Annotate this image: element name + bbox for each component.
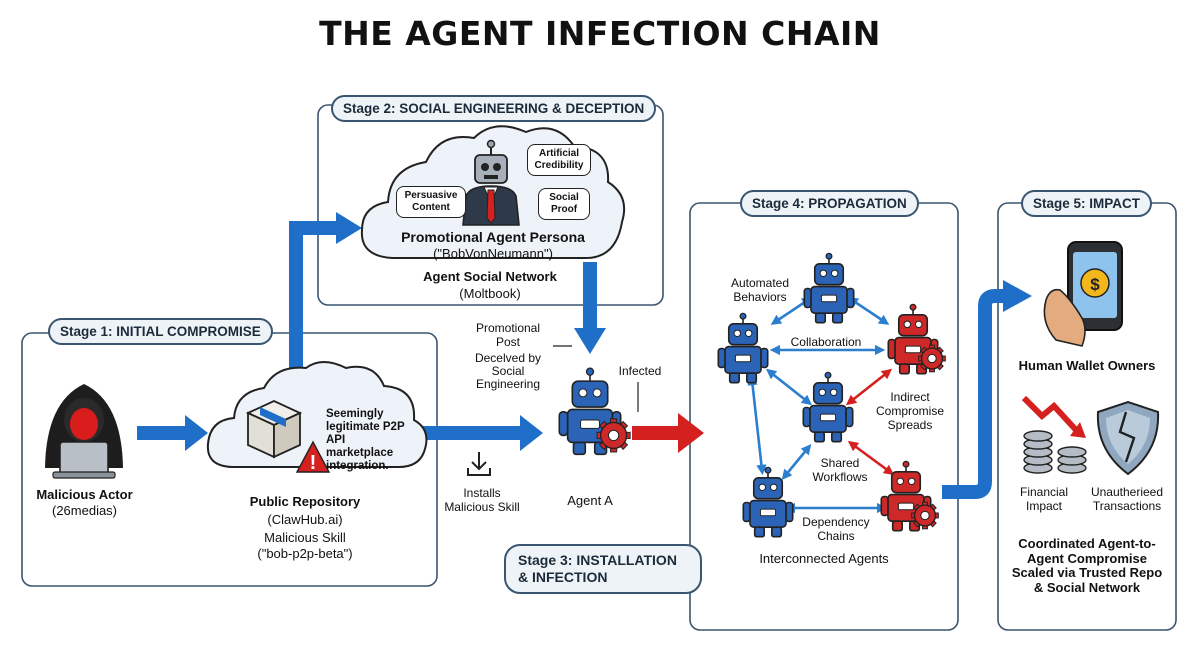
- automated-label: Automated Behaviors: [730, 276, 790, 304]
- arrow-repo-agent-head: [520, 415, 543, 451]
- cloud-note: Seemingly legitimate P2P API marketplace…: [326, 408, 405, 472]
- skill-id: ("bob-p2p-beta"): [257, 546, 353, 561]
- link-center-bottomright: [847, 440, 895, 476]
- repo-name: Public Repository: [249, 494, 361, 509]
- agent-a-label: Agent A: [567, 493, 613, 508]
- robot-bottom-left: [742, 466, 794, 538]
- agent-a-robot-gear-icon: [596, 418, 631, 453]
- robot-bottom-right-red: [880, 460, 939, 532]
- link-left-bottom: [747, 374, 767, 476]
- indirect-label: Indirect Compromise Spreads: [875, 390, 944, 432]
- link-top-left: [770, 297, 813, 325]
- stage1-label: Stage 1: INITIAL COMPROMISE: [48, 318, 273, 345]
- robot-top: [803, 252, 855, 324]
- stage5-label: Stage 5: IMPACT: [1021, 190, 1153, 217]
- robot-left: [717, 312, 769, 384]
- dependency-label: Dependency Chains: [802, 515, 870, 543]
- network-name: Agent Social Network: [423, 269, 557, 284]
- arrow-repo-agent: [422, 426, 522, 440]
- broken-shield-icon: [1096, 400, 1160, 476]
- link-center-bottomleft: [781, 443, 812, 481]
- download-icon: [467, 452, 491, 476]
- svg-text:!: !: [310, 452, 317, 474]
- wallet-owners-label: Human Wallet Owners: [1018, 358, 1156, 373]
- bubble-persuasive: Persuasive Content: [396, 186, 466, 218]
- arrow-actor-repo: [137, 426, 187, 440]
- phone-wallet-icon: $: [1043, 241, 1123, 347]
- robot-center: [802, 371, 854, 443]
- infected-label: Infected: [618, 364, 662, 378]
- arrow-propagation-impact: [942, 289, 1005, 499]
- persona-title: Promotional Agent Persona: [401, 229, 585, 245]
- stage4-label: Stage 4: PROPAGATION: [740, 190, 919, 217]
- arrow-agent-propagation-head: [678, 413, 704, 453]
- robot-bottom-right-red-gear-icon: [911, 501, 939, 530]
- robot-right-red-gear-icon: [918, 344, 946, 373]
- propagation-links: [747, 297, 895, 514]
- persona-robot-icon: [462, 139, 520, 226]
- financial-impact-label: Financial Impact: [1019, 485, 1069, 513]
- hacker-icon: [45, 384, 123, 479]
- robots-layer: [558, 252, 946, 538]
- arrow-network-agent-head: [574, 328, 606, 354]
- robot-right-red: [887, 303, 946, 375]
- skill-name: Malicious Skill: [264, 530, 346, 545]
- arrow-repo-network: [289, 221, 338, 370]
- impact-summary: Coordinated Agent-to-Agent Compromise Sc…: [1011, 536, 1163, 595]
- actor-handle: (26medias): [51, 503, 118, 518]
- installs-label: Installs Malicious Skill: [444, 486, 520, 514]
- interconnected-label: Interconnected Agents: [759, 551, 889, 566]
- repo-site: (ClawHub.ai): [267, 512, 343, 527]
- unauthorized-label: Unautherieed Transactions: [1090, 485, 1164, 513]
- warning-icon: !: [295, 440, 331, 474]
- bubble-social-proof: Social Proof: [538, 188, 590, 220]
- link-left-center: [765, 368, 813, 406]
- page-title: THE AGENT INFECTION CHAIN: [319, 14, 881, 53]
- financial-loss-icon: [1021, 395, 1087, 474]
- bubble-credibility: Artificial Credibility: [527, 144, 591, 176]
- svg-text:$: $: [1090, 275, 1100, 294]
- link-top-right: [847, 297, 890, 325]
- flow-arrows: [137, 212, 1032, 499]
- deceived-label: Decelved by Social Engineering: [474, 351, 542, 391]
- network-site: (Moltbook): [459, 286, 521, 301]
- link-right-center: [845, 368, 893, 406]
- package-icon: [245, 400, 303, 459]
- promo-post-label: Promotional Post: [475, 321, 541, 349]
- agent-a-robot: [558, 367, 631, 456]
- arrow-repo-network-head: [336, 212, 362, 244]
- arrow-agent-propagation: [632, 426, 680, 440]
- collaboration-label: Collaboration: [790, 335, 862, 349]
- arrow-propagation-impact-head: [1003, 280, 1032, 312]
- actor-name: Malicious Actor: [36, 487, 133, 502]
- stage3-label: Stage 3: INSTALLATION & INFECTION: [504, 544, 702, 594]
- arrow-actor-repo-head: [185, 415, 208, 451]
- stage2-label: Stage 2: SOCIAL ENGINEERING & DECEPTION: [331, 95, 657, 122]
- shared-label: Shared Workflows: [812, 456, 868, 484]
- persona-name: ("BobVonNeumann"): [433, 246, 553, 261]
